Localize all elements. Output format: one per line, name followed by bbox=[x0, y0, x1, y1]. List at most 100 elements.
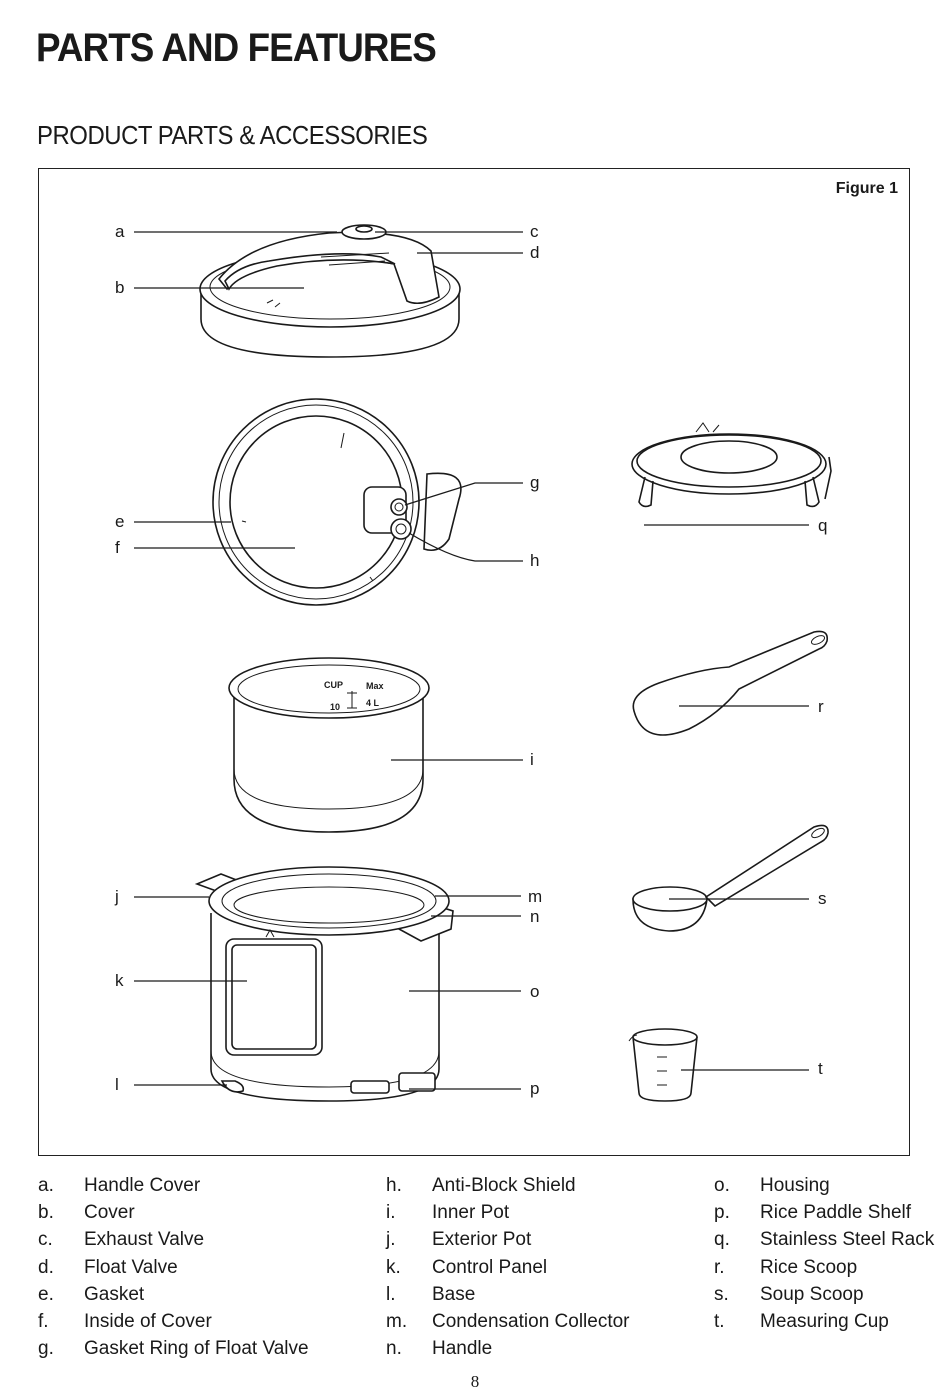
legend-part-name: Exhaust Valve bbox=[84, 1229, 205, 1251]
legend-part-name: Measuring Cup bbox=[760, 1310, 889, 1332]
legend-part-name: Stainless Steel Rack bbox=[760, 1229, 935, 1251]
legend-item: j. Exterior Pot bbox=[386, 1226, 630, 1253]
legend-part-name: Gasket Ring of Float Valve bbox=[84, 1338, 309, 1360]
legend-letter: a. bbox=[38, 1175, 54, 1196]
callout-n: n bbox=[530, 907, 539, 926]
legend-letter: m. bbox=[386, 1310, 408, 1332]
legend-part-name: Handle Cover bbox=[84, 1175, 201, 1196]
legend-part-name: Gasket bbox=[84, 1283, 145, 1305]
callout-p: p bbox=[530, 1079, 539, 1098]
legend-letter: s. bbox=[714, 1283, 729, 1305]
legend-part-name: Inner Pot bbox=[432, 1202, 510, 1224]
section-subtitle: PRODUCT PARTS & ACCESSORIES bbox=[37, 120, 428, 150]
callout-j: j bbox=[114, 887, 119, 906]
callout-q: q bbox=[818, 516, 827, 535]
legend-part-name: Rice Scoop bbox=[760, 1256, 858, 1278]
callout-i: i bbox=[530, 750, 534, 769]
legend-part-name: Handle bbox=[432, 1338, 493, 1360]
legend-letter: o. bbox=[714, 1175, 730, 1196]
soup-scoop-drawing bbox=[632, 824, 829, 932]
legend-item: g.Gasket Ring of Float Valve bbox=[38, 1335, 309, 1362]
legend-letter: n. bbox=[386, 1338, 402, 1360]
legend-letter: i. bbox=[386, 1202, 396, 1224]
legend-letter: c. bbox=[38, 1229, 53, 1251]
callout-f: f bbox=[115, 538, 120, 557]
legend-part-name: Float Valve bbox=[84, 1256, 178, 1278]
callout-d: d bbox=[530, 243, 539, 262]
page-title: PARTS AND FEATURES bbox=[36, 26, 437, 70]
callout-b: b bbox=[115, 278, 124, 297]
legend-part-name: Rice Paddle Shelf bbox=[760, 1202, 912, 1224]
cooker-body-drawing bbox=[194, 866, 454, 1102]
callout-m: m bbox=[528, 887, 542, 906]
legend-letter: d. bbox=[38, 1256, 54, 1278]
legend-item: k. Control Panel bbox=[386, 1254, 630, 1281]
legend-item: r. Rice Scoop bbox=[714, 1254, 934, 1281]
callout-g: g bbox=[530, 473, 539, 492]
callout-r: r bbox=[818, 697, 824, 716]
parts-legend-column-2: h. Anti-Block Shield i. Inner Pot j. Exteri… bbox=[386, 1172, 630, 1362]
legend-item: m. Condensation Collector bbox=[386, 1308, 630, 1335]
legend-part-name: Housing bbox=[760, 1175, 830, 1196]
legend-item: i. Inner Pot bbox=[386, 1199, 630, 1226]
legend-letter: j. bbox=[386, 1229, 396, 1251]
legend-letter: q. bbox=[714, 1229, 730, 1251]
parts-figure: Figure 1 a b c d bbox=[38, 168, 910, 1156]
legend-letter: h. bbox=[386, 1175, 402, 1196]
legend-item: a. Handle Cover bbox=[38, 1172, 309, 1199]
parts-legend-column-3: o. Housing p. Rice Paddle Shelf q. Stainles… bbox=[714, 1172, 934, 1335]
legend-letter: r. bbox=[714, 1256, 725, 1278]
legend-item: f. Inside of Cover bbox=[38, 1308, 309, 1335]
inner-pot-max-mark: Max bbox=[366, 681, 384, 691]
legend-item: p. Rice Paddle Shelf bbox=[714, 1199, 934, 1226]
legend-part-name: Inside of Cover bbox=[84, 1310, 212, 1332]
rice-scoop-drawing bbox=[632, 630, 829, 736]
legend-item: l. Base bbox=[386, 1281, 630, 1308]
callout-l: l bbox=[115, 1075, 119, 1094]
legend-item: s. Soup Scoop bbox=[714, 1281, 934, 1308]
legend-item: e. Gasket bbox=[38, 1281, 309, 1308]
parts-legend-column-1: a. Handle Cover b. Cover c. Exhaust Valve d… bbox=[38, 1172, 309, 1362]
legend-part-name: Soup Scoop bbox=[760, 1283, 864, 1305]
measuring-cup-drawing bbox=[628, 1028, 698, 1102]
legend-item: b. Cover bbox=[38, 1199, 309, 1226]
inner-pot-cup-mark: CUP bbox=[324, 680, 343, 690]
steam-rack-drawing bbox=[631, 422, 832, 508]
page-number: 8 bbox=[470, 1372, 480, 1391]
legend-item: h. Anti-Block Shield bbox=[386, 1172, 630, 1199]
callout-h: h bbox=[530, 551, 539, 570]
legend-item: n. Handle bbox=[386, 1335, 630, 1362]
legend-letter: b. bbox=[38, 1202, 54, 1224]
legend-item: t. Measuring Cup bbox=[714, 1308, 934, 1335]
inner-pot-10-mark: 10 bbox=[330, 702, 340, 712]
parts-diagram: Figure 1 a b c d bbox=[114, 180, 898, 1102]
legend-part-name: Anti-Block Shield bbox=[432, 1175, 576, 1196]
inside-cover-drawing bbox=[212, 398, 462, 606]
callout-k: k bbox=[115, 971, 124, 990]
legend-letter: f. bbox=[38, 1310, 49, 1332]
inner-pot-4l-mark: 4 L bbox=[366, 698, 380, 708]
inner-pot-drawing: CUP Max 10 4 L bbox=[228, 657, 430, 833]
legend-letter: k. bbox=[386, 1256, 401, 1278]
legend-letter: p. bbox=[714, 1202, 730, 1224]
legend-part-name: Base bbox=[432, 1283, 476, 1305]
callout-c: c bbox=[530, 222, 539, 241]
legend-item: d. Float Valve bbox=[38, 1254, 309, 1281]
legend-item: c. Exhaust Valve bbox=[38, 1226, 309, 1253]
callout-s: s bbox=[818, 889, 827, 908]
figure-label: Figure 1 bbox=[836, 180, 898, 197]
legend-item: o. Housing bbox=[714, 1172, 934, 1199]
legend-letter: l. bbox=[386, 1283, 396, 1305]
legend-part-name: Condensation Collector bbox=[432, 1310, 630, 1332]
cover-drawing bbox=[199, 224, 461, 358]
legend-part-name: Control Panel bbox=[432, 1256, 548, 1278]
legend-letter: t. bbox=[714, 1310, 725, 1332]
legend-letter: e. bbox=[38, 1283, 54, 1305]
legend-part-name: Cover bbox=[84, 1202, 135, 1224]
legend-part-name: Exterior Pot bbox=[432, 1229, 532, 1251]
callout-o: o bbox=[530, 982, 539, 1001]
legend-item: q. Stainless Steel Rack bbox=[714, 1226, 934, 1253]
callout-a: a bbox=[115, 222, 125, 241]
callout-t: t bbox=[818, 1059, 823, 1078]
callout-e: e bbox=[115, 512, 124, 531]
